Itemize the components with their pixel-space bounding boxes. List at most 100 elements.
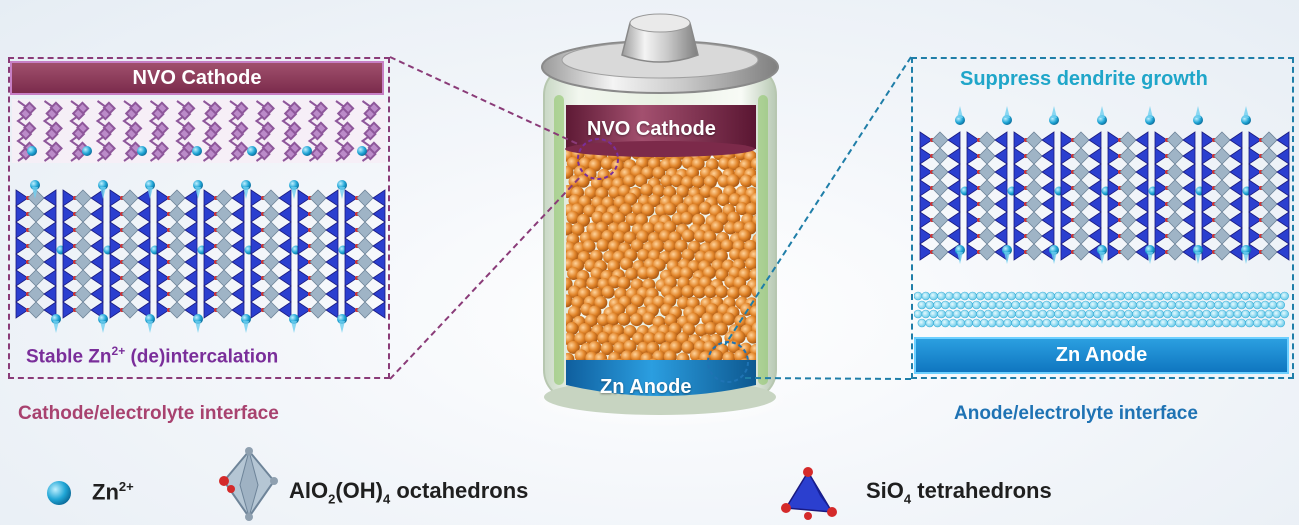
active-particle	[588, 340, 602, 354]
sio4-tetrahedron	[297, 253, 311, 271]
sio4-tetrahedron	[1201, 195, 1215, 213]
zn-ion	[357, 146, 367, 156]
sio4-tetrahedron	[1229, 227, 1243, 245]
active-particle	[566, 352, 575, 360]
vo-polyhedron	[310, 127, 324, 141]
active-particle	[681, 156, 695, 170]
sio4-tetrahedron	[203, 285, 217, 303]
anode-interface-label: Anode/electrolyte interface	[954, 403, 1198, 424]
sio4-tetrahedron	[15, 205, 29, 223]
vo-polyhedron	[45, 147, 59, 161]
sio4-tetrahedron	[966, 179, 980, 197]
alo-octahedron	[121, 301, 139, 319]
sio4-tetrahedron	[278, 237, 292, 255]
sio4-tetrahedron	[1088, 147, 1102, 165]
sio4-tetrahedron	[1248, 227, 1262, 245]
vo-polyhedron	[124, 127, 139, 141]
active-particle	[698, 201, 712, 215]
sio4-tetrahedron	[109, 205, 123, 223]
alo-octahedron	[356, 301, 374, 319]
vo-polyhedron	[151, 107, 165, 121]
vo-polyhedron	[18, 107, 33, 121]
cathode-caption: Stable Zn2+ (de)intercalation	[26, 344, 278, 368]
cathode-caption-suffix: (de)intercalation	[125, 346, 279, 368]
sio4-tetrahedron	[1182, 211, 1196, 229]
vo-polyhedron	[204, 127, 218, 141]
active-particle	[749, 305, 756, 319]
vo-polyhedron	[124, 107, 139, 121]
anode-bar-label: Zn Anode	[1055, 344, 1148, 366]
sio4-tetrahedron	[231, 189, 245, 207]
sio4-tetrahedron	[203, 301, 217, 319]
legend-tet-p1: SiO	[866, 478, 904, 503]
sio4-tetrahedron	[1182, 227, 1196, 245]
ion-trail	[1051, 252, 1057, 264]
sio4-tetrahedron	[90, 205, 104, 223]
sio4-tetrahedron	[1201, 163, 1215, 181]
active-particle	[668, 249, 682, 263]
vo-polyhedron	[336, 107, 351, 121]
sio4-tetrahedron	[1201, 227, 1215, 245]
sio4-tetrahedron	[947, 147, 961, 165]
sio4-tetrahedron	[297, 269, 311, 287]
sio4-tetrahedron	[1060, 227, 1074, 245]
zn-ion	[27, 146, 37, 156]
legend-tetrahedron: SiO4 tetrahedrons	[866, 478, 1052, 506]
ion-trail	[53, 321, 59, 333]
sio4-tetrahedron	[297, 221, 311, 239]
active-particle	[681, 340, 695, 354]
zn-ion	[82, 146, 92, 156]
active-particle	[640, 352, 654, 360]
active-particle	[746, 330, 756, 344]
sio4-tetrahedron	[1248, 179, 1262, 197]
active-particle	[750, 174, 756, 188]
sio4-tetrahedron	[994, 227, 1008, 245]
active-particle	[708, 359, 712, 360]
sio4-tetrahedron	[325, 269, 339, 287]
sio4-tetrahedron	[947, 211, 961, 229]
sio4-tetrahedron	[1013, 243, 1027, 261]
sio4-tetrahedron	[966, 147, 980, 165]
sio4-tetrahedron	[344, 253, 358, 271]
sio4-tetrahedron	[1154, 243, 1168, 261]
sio4-tetrahedron	[1088, 195, 1102, 213]
legend-zn: Zn2+	[92, 479, 134, 505]
sio4-tetrahedron	[1182, 163, 1196, 181]
legend-tet-p2: tetrahedrons	[911, 478, 1052, 503]
alo-octahedron	[978, 243, 996, 261]
active-particle	[681, 248, 695, 262]
active-particle	[660, 174, 674, 188]
sio4-tetrahedron	[1154, 211, 1168, 229]
vo-polyhedron	[283, 127, 298, 141]
active-particle	[624, 192, 638, 206]
sio4-tetrahedron	[1107, 131, 1121, 149]
sio4-tetrahedron	[231, 253, 245, 271]
active-particle	[729, 247, 743, 261]
active-particle	[603, 359, 610, 360]
sio4-tetrahedron	[1107, 179, 1121, 197]
active-particle	[574, 349, 588, 360]
sio4-tetrahedron	[1182, 179, 1196, 197]
sio4-tetrahedron	[109, 285, 123, 303]
sio4-tetrahedron	[372, 205, 386, 223]
ion-trail	[957, 252, 963, 264]
sio4-tetrahedron	[297, 285, 311, 303]
vo-polyhedron	[71, 127, 86, 141]
sio4-tetrahedron	[109, 189, 123, 207]
active-particle	[640, 183, 654, 197]
sio4-tetrahedron	[1107, 211, 1121, 229]
sio4-tetrahedron	[278, 253, 292, 271]
sio4-tetrahedron	[297, 301, 311, 319]
sio4-tetrahedron	[372, 269, 386, 287]
sio4-tetrahedron	[1276, 163, 1290, 181]
cathode-interface-label: Cathode/electrolyte interface	[18, 403, 279, 424]
vo-polyhedron	[18, 127, 33, 141]
active-particle	[709, 239, 723, 253]
sio4-tetrahedron	[1060, 163, 1074, 181]
active-particle	[597, 313, 611, 327]
ion-trail	[1195, 252, 1201, 264]
active-particle	[727, 286, 741, 300]
sio4-tetrahedron	[966, 211, 980, 229]
sio4-tetrahedron	[372, 301, 386, 319]
